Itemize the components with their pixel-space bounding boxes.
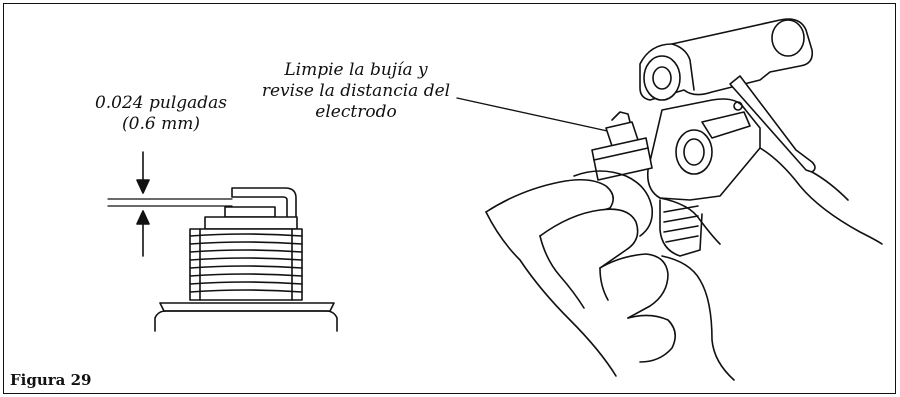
gap-spec-callout: 0.024 pulgadas (0.6 mm) (76, 93, 246, 135)
engine-bracket (701, 111, 751, 139)
clean-plug-line2: revise la distancia del (261, 81, 451, 101)
hand-back-edge (661, 255, 735, 381)
bracket-bolt (733, 101, 743, 111)
right-hand-edge (759, 147, 883, 245)
plug-gasket (159, 302, 335, 312)
held-plug-hex (591, 137, 653, 181)
hand-finger-4 (627, 314, 676, 363)
spark-plug-detail (107, 151, 338, 332)
callout-leader-line (456, 97, 613, 133)
plug-hex-base (154, 310, 338, 332)
held-plug-electrode (611, 111, 631, 123)
wrench-shaft (729, 75, 816, 173)
wrench-right-end (771, 19, 805, 57)
spark-plug-hole-inner (683, 138, 705, 166)
cylinder-fins (659, 199, 703, 257)
gap-arrow-top-head (136, 179, 150, 194)
gap-spec-line1: 0.024 pulgadas (94, 93, 228, 113)
hand-crease-2 (599, 267, 609, 301)
hand-palm-edge (485, 211, 617, 377)
clean-plug-line1: Limpie la bujía y (284, 60, 428, 80)
wrench-socket-edge (671, 43, 695, 91)
wrench-socket-end (643, 55, 681, 101)
figure-label: Figura 29 (10, 371, 92, 389)
right-hand-inner (811, 171, 849, 201)
hand-finger-3 (599, 253, 669, 319)
hand-wrench-illustration (456, 18, 883, 381)
plug-top-shell (204, 216, 298, 230)
spark-plug-hole (675, 129, 713, 175)
hand-finger-1 (539, 208, 639, 269)
gap-arrow-bottom-head (136, 210, 150, 225)
cylinder-fin-lines (663, 205, 699, 243)
held-plug-hex-line (593, 147, 649, 161)
center-electrode (224, 206, 276, 218)
hand-knuckle-edge (659, 197, 721, 245)
plug-threads (189, 228, 303, 301)
clean-plug-callout: Limpie la bujía y revise la distancia de… (246, 60, 466, 123)
gap-spec-line2: (0.6 mm) (122, 114, 200, 134)
hand-finger-2 (573, 170, 654, 237)
hand-crease-1 (539, 235, 585, 309)
clean-plug-line3: electrodo (315, 102, 397, 122)
wrench-socket-hole (652, 66, 672, 90)
